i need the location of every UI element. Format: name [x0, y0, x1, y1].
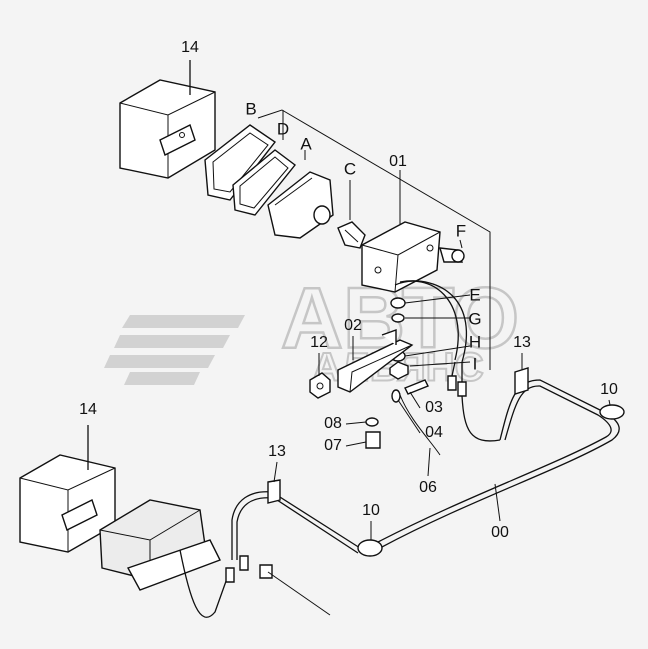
- screw-f: [439, 247, 465, 263]
- label-letter-d: D: [277, 119, 289, 138]
- label-letter-a: A: [300, 134, 312, 153]
- washer-g: [391, 313, 405, 323]
- bracket-02: [337, 329, 414, 393]
- label-part-10-right: 10: [600, 381, 618, 398]
- label-part-13-right: 13: [513, 334, 531, 351]
- label-letter-h: H: [469, 332, 481, 351]
- grommet-12: [309, 372, 331, 399]
- bulb-c: [337, 221, 366, 249]
- lamp-lower: [99, 499, 231, 618]
- clamp-10-right: [599, 404, 625, 420]
- label-part-01: 01: [389, 153, 407, 170]
- bolt-07: [365, 431, 381, 449]
- lens-a: [267, 171, 334, 239]
- label-part-07: 07: [324, 437, 342, 454]
- clip-13-right: [514, 367, 529, 395]
- washer-e: [390, 297, 406, 309]
- gasket-d: [232, 149, 296, 216]
- label-part-04: 04: [425, 424, 443, 441]
- label-letter-b: B: [245, 99, 256, 118]
- label-letter-e: E: [469, 285, 480, 304]
- washer-08: [365, 417, 379, 427]
- watermark: АВТО АЛЬЯНС: [104, 269, 520, 391]
- label-part-12: 12: [310, 334, 328, 351]
- label-part-03: 03: [425, 399, 443, 416]
- label-part-08: 08: [324, 415, 342, 432]
- washer-04: [391, 389, 401, 403]
- label-part-13-left: 13: [268, 443, 286, 460]
- label-letter-g: G: [468, 309, 481, 328]
- label-part-14-top: 14: [181, 39, 199, 56]
- clamp-10-mid: [357, 539, 383, 557]
- nut-i: [389, 361, 409, 380]
- clip-13-left: [267, 479, 281, 504]
- connectors-upper: [447, 361, 501, 442]
- label-part-10-mid: 10: [362, 502, 380, 519]
- label-letter-i: I: [473, 354, 478, 373]
- label-letter-f: F: [456, 221, 466, 240]
- label-part-06: 06: [419, 479, 437, 496]
- cover-14-top: [119, 79, 216, 179]
- bolt-03: [404, 379, 429, 395]
- label-part-14-bottom: 14: [79, 401, 97, 418]
- label-part-02: 02: [344, 317, 362, 334]
- label-letter-c: C: [344, 159, 356, 178]
- watermark-logo-icon: [104, 315, 245, 385]
- label-part-00: 00: [491, 524, 509, 541]
- lamp-body-01: [361, 221, 441, 293]
